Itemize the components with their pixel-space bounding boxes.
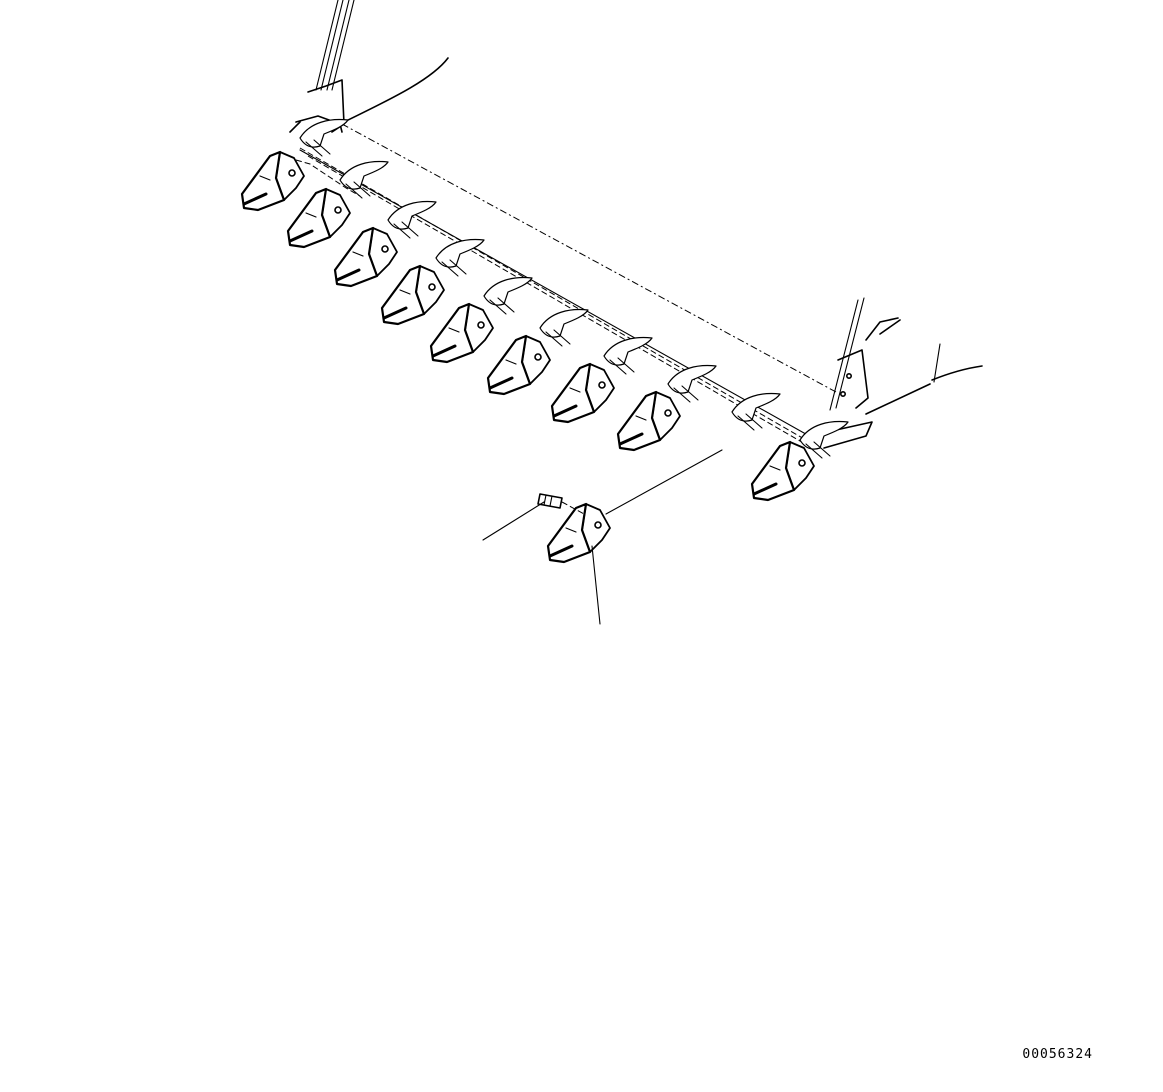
tooth-adapter: [387, 200, 437, 239]
bucket-tooth: [380, 264, 445, 326]
tooth-pin: [537, 493, 563, 509]
tooth-adapter: [299, 118, 349, 157]
bucket-tooth: [616, 390, 681, 452]
teeth-row: [240, 118, 849, 502]
tooth-adapter: [539, 308, 589, 347]
bucket-left-side-plate: [289, 0, 449, 133]
drawing-number: 00056324: [1022, 1047, 1093, 1062]
bucket-tooth: [429, 302, 494, 364]
bucket-tooth: [550, 362, 615, 424]
bucket-tooth: [240, 150, 305, 212]
replacement-tooth: [546, 502, 611, 564]
bucket-tooth: [486, 334, 551, 396]
bucket-tooth: [286, 187, 351, 249]
bucket-right-side-plate: [817, 297, 983, 449]
bucket-tooth: [333, 226, 398, 288]
tooth-adapter: [603, 336, 653, 375]
tooth-adapter: [483, 276, 533, 315]
exploded-tooth: [546, 502, 611, 564]
tooth-adapter: [435, 238, 485, 277]
tooth-adapter: [339, 160, 389, 199]
tooth-adapter: [667, 364, 717, 403]
tooth-adapter: [731, 392, 781, 431]
bucket-tooth: [750, 440, 815, 502]
leader-lines: [482, 449, 723, 625]
cutting-edge-lines: [295, 123, 837, 449]
tooth-adapter: [799, 420, 849, 459]
